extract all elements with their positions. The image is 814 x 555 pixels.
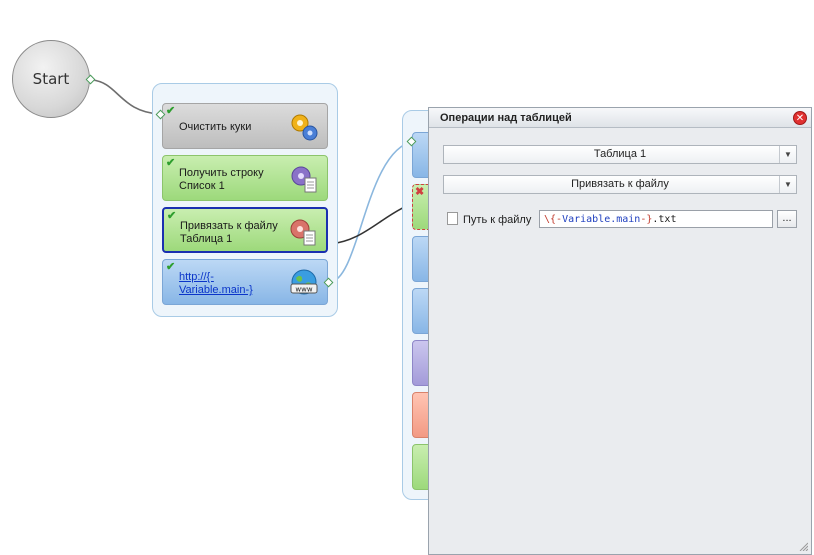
- start-label: Start: [32, 70, 70, 88]
- gears-icon: [291, 114, 318, 141]
- block-http-request[interactable]: ✔ http://{- Variable.main-} www: [162, 259, 328, 305]
- list-gear-icon: [291, 166, 317, 193]
- table-operations-panel: Операции над таблицей ✕ Таблица 1 ▼ Прив…: [428, 107, 812, 555]
- globe-www-icon: www: [290, 269, 318, 295]
- table-gear-icon: [290, 219, 316, 246]
- close-icon[interactable]: ✕: [793, 111, 807, 125]
- path-part-close: -}: [640, 214, 653, 225]
- path-part-variable: Variable.main: [562, 214, 641, 225]
- path-part-open: \{-: [544, 214, 563, 225]
- operation-select[interactable]: Привязать к файлу ▼: [443, 175, 797, 194]
- block-label: Получить строку: [179, 167, 264, 179]
- block-partial-error[interactable]: ✖: [412, 184, 432, 230]
- path-input[interactable]: \{-Variable.main-}.txt: [539, 210, 773, 228]
- start-node[interactable]: Start: [12, 40, 90, 118]
- check-icon: ✔: [166, 157, 176, 169]
- path-part-extension: .txt: [652, 214, 677, 225]
- block-label: Привязать к файлу: [180, 220, 278, 232]
- block-link-continued[interactable]: Variable.main-}: [179, 284, 253, 296]
- check-icon: ✔: [166, 105, 176, 117]
- check-icon: ✔: [166, 261, 176, 273]
- browse-button[interactable]: ...: [777, 210, 797, 228]
- table-select-value: Таблица 1: [593, 148, 647, 160]
- operation-select-value: Привязать к файлу: [571, 178, 669, 190]
- svg-text:www: www: [295, 286, 312, 294]
- block-sublabel: Список 1: [179, 180, 225, 192]
- chevron-down-icon[interactable]: ▼: [779, 146, 796, 163]
- error-icon: ✖: [415, 186, 425, 198]
- block-clear-cookies[interactable]: ✔ Очистить куки: [162, 103, 328, 149]
- panel-title: Операции над таблицей: [429, 108, 811, 128]
- resize-grip-icon[interactable]: [798, 541, 808, 551]
- block-link[interactable]: http://{-: [179, 271, 214, 283]
- block-label: Очистить куки: [179, 121, 252, 133]
- document-icon: [447, 212, 458, 225]
- chevron-down-icon[interactable]: ▼: [779, 176, 796, 193]
- table-select[interactable]: Таблица 1 ▼: [443, 145, 797, 164]
- path-label: Путь к файлу: [463, 214, 532, 226]
- block-sublabel: Таблица 1: [180, 233, 233, 245]
- block-bind-file[interactable]: ✔ Привязать к файлу Таблица 1: [162, 207, 328, 253]
- check-icon: ✔: [167, 210, 177, 222]
- block-get-string[interactable]: ✔ Получить строку Список 1: [162, 155, 328, 201]
